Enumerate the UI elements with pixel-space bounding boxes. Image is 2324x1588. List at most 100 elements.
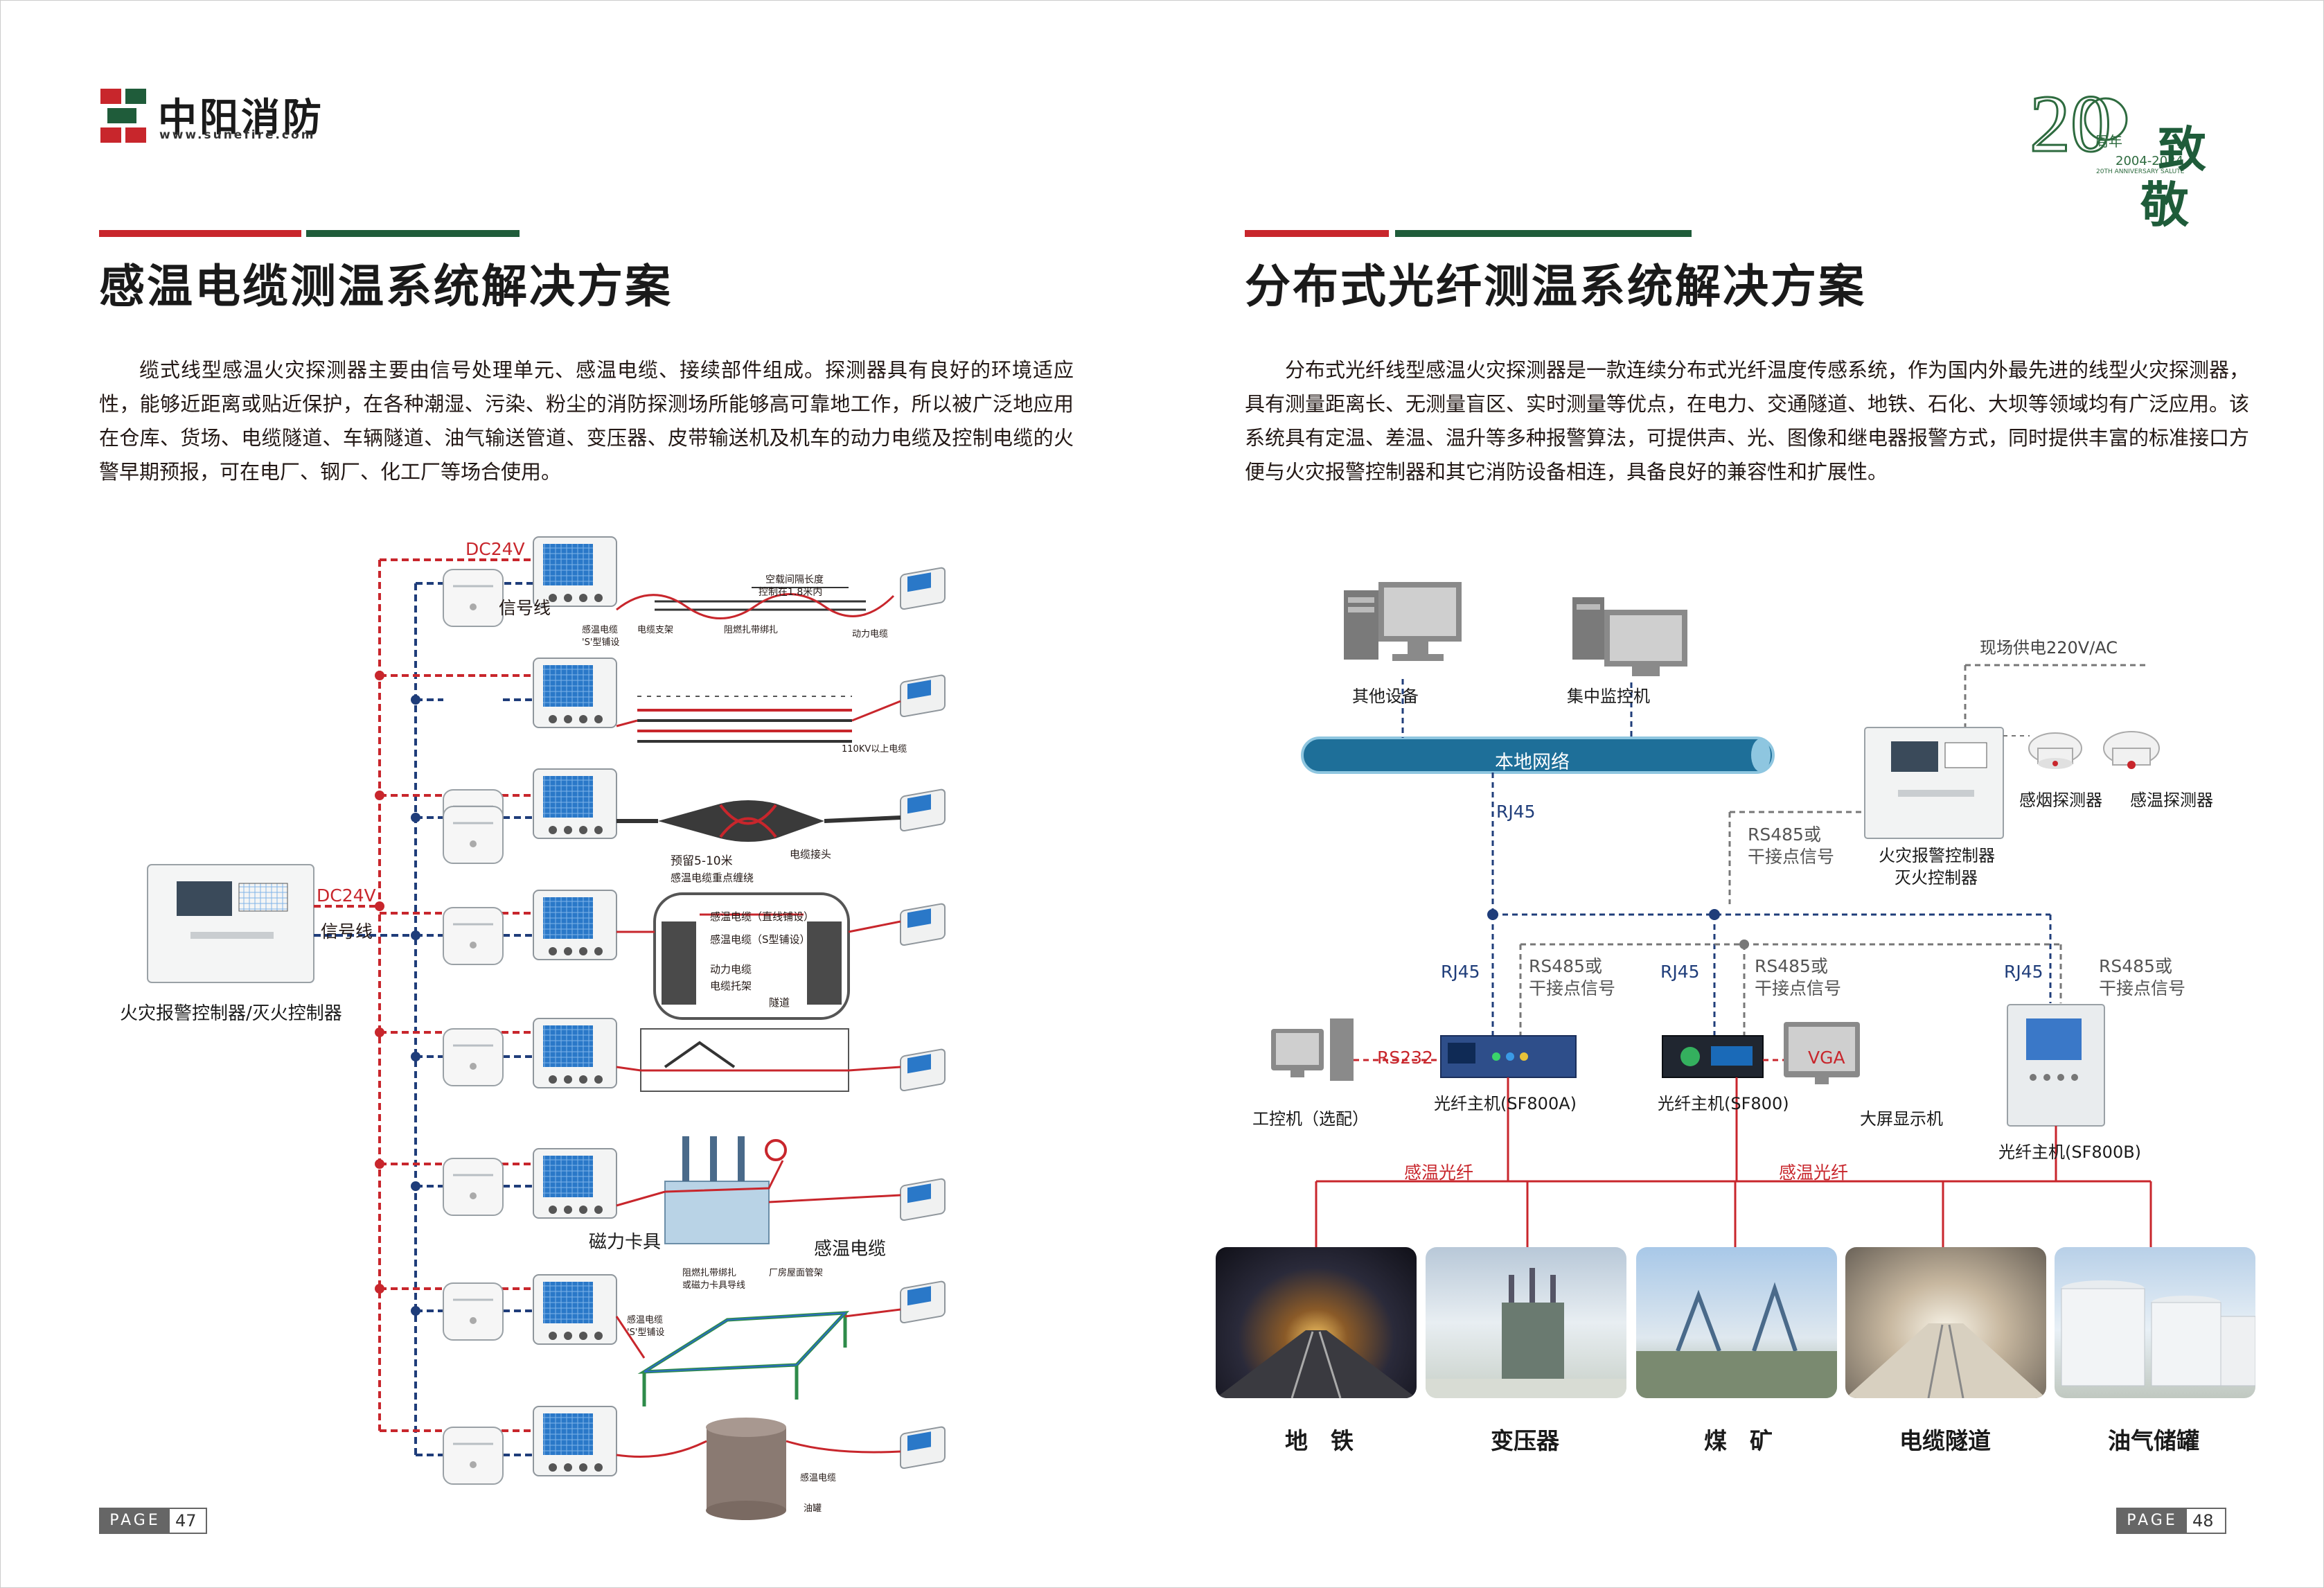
row8-b: 油罐 bbox=[804, 1503, 822, 1514]
row4-e: 隧道 bbox=[769, 996, 790, 1009]
cable-system-diagram bbox=[147, 536, 946, 1520]
row1-c: 电缆支架 bbox=[637, 625, 674, 635]
right-title-bar-red bbox=[1245, 230, 1389, 237]
right-title-bar-green bbox=[1395, 230, 1692, 237]
smoke-detector-label: 感烟探测器 bbox=[2019, 791, 2102, 810]
cable-tunnel-icon bbox=[1845, 1323, 2046, 1398]
right-page-label: PAGE bbox=[2118, 1509, 2187, 1533]
row-6 bbox=[375, 1159, 533, 1191]
fiber-label-2: 感温光纤 bbox=[1779, 1163, 1849, 1183]
row3-c: 电缆接头 bbox=[790, 848, 832, 861]
right-page-number: 48 bbox=[2192, 1511, 2214, 1530]
rs485-sf800: RS485或 bbox=[1755, 956, 1828, 976]
rj45-network: RJ45 bbox=[1496, 802, 1536, 822]
rj45-sf800a: RJ45 bbox=[1441, 962, 1480, 982]
left-page-label: PAGE bbox=[100, 1509, 170, 1533]
rs232-label: RS232 bbox=[1377, 1048, 1433, 1068]
row-1 bbox=[375, 671, 533, 705]
right-title: 分布式光纤测温系统解决方案 bbox=[1245, 260, 1866, 313]
cable-tunnel-photo bbox=[1845, 1247, 2046, 1398]
brand-logo-icon bbox=[100, 89, 146, 143]
site-power-label: 现场供电220V/AC bbox=[1980, 638, 2118, 658]
transformer-icon bbox=[1426, 1268, 1626, 1398]
row-2 bbox=[375, 791, 533, 822]
heat-detector-label: 感温探测器 bbox=[2130, 791, 2213, 810]
fiber-system-diagram bbox=[1271, 582, 2160, 1247]
row7-a: 阻燃扎带绑扎 bbox=[682, 1268, 737, 1278]
badge-sub: 周年 bbox=[2095, 133, 2122, 150]
category-metro: 地 铁 bbox=[1285, 1427, 1354, 1454]
category-cable-tunnel: 电缆隧道 bbox=[1899, 1427, 1991, 1454]
dc24v-mid: DC24V bbox=[317, 885, 376, 906]
anniversary-emblem-icon: 20 2004-2024 20TH ANNIVERSARY SALUTE bbox=[2029, 78, 2185, 176]
right-paragraph: 分布式光纤线型感温火灾探测器是一款连续分布式光纤温度传感系统，作为国内外最先进的… bbox=[1245, 358, 2250, 484]
rj45-sf800b: RJ45 bbox=[2004, 962, 2043, 982]
row1-d: 阻燃扎带绑扎 bbox=[724, 625, 779, 635]
dry-sf800: 干接点信号 bbox=[1755, 978, 1842, 998]
row1-pitch: 控制在1.8米内 bbox=[759, 587, 823, 598]
badge-en: 20TH ANNIVERSARY SALUTE bbox=[2096, 168, 2185, 175]
row7-e: 'S'型铺设 bbox=[627, 1327, 665, 1338]
category-transformer: 变压器 bbox=[1491, 1427, 1559, 1454]
left-paragraph: 缆式线型感温火灾探测器主要由信号处理单元、感温电缆、接续部件组成。探测器具有良好… bbox=[99, 358, 1074, 484]
sensing-cable-label: 感温电缆 bbox=[814, 1239, 887, 1260]
row4-b: 感温电缆（S型铺设） bbox=[710, 933, 810, 946]
monitor-pc-icon bbox=[1572, 597, 1687, 676]
rj45-sf800: RJ45 bbox=[1660, 962, 1700, 982]
left-title: 感温电缆测温系统解决方案 bbox=[99, 260, 673, 313]
left-title-bar-green bbox=[306, 230, 520, 237]
fire-panel-label-1: 火灾报警控制器 bbox=[1879, 846, 1995, 865]
rs485-sf800a: RS485或 bbox=[1529, 956, 1602, 976]
row2-a: 110KV以上电缆 bbox=[842, 744, 907, 755]
metro-photo bbox=[1216, 1247, 1417, 1398]
row7-d: 感温电缆 bbox=[627, 1315, 664, 1325]
row1-e: 动力电缆 bbox=[852, 629, 889, 639]
row-4 bbox=[380, 912, 533, 937]
left-title-bar-red bbox=[99, 230, 301, 237]
left-page-box: PAGE 47 bbox=[99, 1508, 207, 1534]
other-devices-label: 其他设备 bbox=[1352, 687, 1419, 706]
ipc-label: 工控机（选配） bbox=[1252, 1109, 1369, 1129]
badge-char-1: 致 bbox=[2158, 121, 2206, 178]
dc24v-top: DC24V bbox=[465, 539, 525, 559]
brand-url: www.sunefire.com bbox=[159, 128, 316, 142]
dry-sf800a: 干接点信号 bbox=[1529, 978, 1616, 998]
right-page-box: PAGE 48 bbox=[2116, 1508, 2226, 1534]
row1-b: 'S'型铺设 bbox=[582, 637, 620, 648]
storage-tank-icon bbox=[2061, 1280, 2255, 1386]
row4-a: 感温电缆（直线铺设） bbox=[710, 910, 815, 923]
left-page-number: 47 bbox=[175, 1511, 197, 1530]
sf800a-label: 光纤主机(SF800A) bbox=[1434, 1094, 1577, 1113]
controller-label: 火灾报警控制器/灭火控制器 bbox=[120, 1003, 342, 1024]
magnet-clamp-label: 磁力卡具 bbox=[589, 1232, 662, 1253]
rs485-sf800b: RS485或 bbox=[2099, 956, 2172, 976]
signal-line-mid: 信号线 bbox=[321, 921, 373, 942]
row4-d: 电缆托架 bbox=[710, 980, 752, 992]
rs485-panel-1: RS485或 bbox=[1748, 824, 1821, 845]
server-icon bbox=[1344, 582, 1462, 661]
vga-label: VGA bbox=[1808, 1048, 1845, 1068]
fiber-label-1: 感温光纤 bbox=[1404, 1163, 1474, 1183]
oil-tank-photo bbox=[2055, 1247, 2255, 1398]
dry-panel-1: 干接点信号 bbox=[1748, 847, 1835, 867]
badge-char-2: 敬 bbox=[2140, 176, 2189, 233]
row1-a: 感温电缆 bbox=[582, 625, 619, 635]
transformer-photo bbox=[1426, 1247, 1626, 1398]
dry-sf800b: 干接点信号 bbox=[2099, 978, 2186, 998]
signal-line-top: 信号线 bbox=[499, 598, 551, 618]
category-oil-tank: 油气储罐 bbox=[2108, 1427, 2199, 1454]
sf800-label: 光纤主机(SF800) bbox=[1658, 1094, 1789, 1113]
row1-span: 空载间隔长度 bbox=[765, 574, 824, 585]
row-5 bbox=[375, 1027, 533, 1061]
row7-c: 厂房屋面管架 bbox=[769, 1268, 824, 1278]
metro-tunnel-icon bbox=[1216, 1330, 1417, 1398]
row-8 bbox=[380, 1429, 533, 1456]
mine-headframe-icon bbox=[1636, 1282, 1837, 1398]
row-7 bbox=[375, 1284, 533, 1316]
coal-mine-photo bbox=[1636, 1247, 1837, 1398]
badge-years: 2004-2024 bbox=[2115, 154, 2183, 168]
local-network-label: 本地网络 bbox=[1495, 752, 1570, 773]
category-coal-mine: 煤 矿 bbox=[1704, 1427, 1773, 1454]
central-monitor-label: 集中监控机 bbox=[1567, 687, 1650, 706]
brand-name: 中阳消防 bbox=[158, 96, 324, 141]
